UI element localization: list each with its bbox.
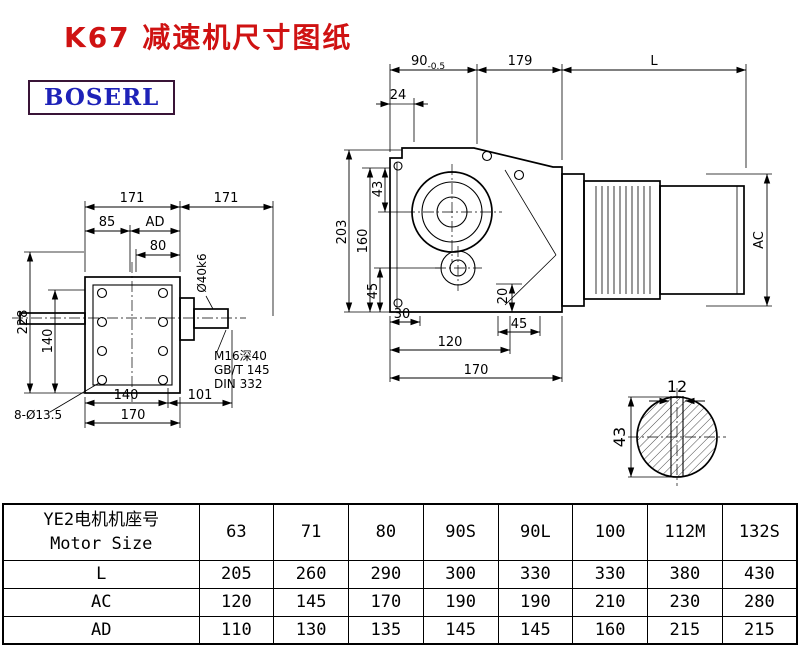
technical-drawing: 171 171 85 AD 80 Ø40k6 228 140 140 101 1…	[12, 54, 772, 486]
section-dim-label-12: 12	[667, 377, 687, 396]
table-cell: 130	[273, 615, 349, 645]
table-cell: 210	[572, 587, 648, 617]
motor-size-header-en: Motor Size	[50, 534, 153, 555]
dim-90-value: 90	[411, 54, 428, 69]
dim-label-20: 20	[496, 288, 511, 305]
table-cell: 380	[647, 559, 723, 589]
table-row-L: L 205 260 290 300 330 330 380 430	[2, 559, 798, 589]
dim-label-L: L	[650, 54, 658, 69]
table-cell: 120	[198, 587, 275, 617]
dim-label-160: 160	[356, 229, 371, 254]
dim-label-101: 101	[188, 388, 213, 403]
table-cell: 145	[422, 615, 499, 645]
dim-label-85: 85	[99, 215, 116, 230]
dim-label-203: 203	[335, 220, 350, 245]
table-cell: 260	[273, 559, 349, 589]
table-header-row: YE2电机机座号 Motor Size 63 71 80 90S 90L 100…	[2, 503, 798, 561]
row-label-AD: AD	[2, 615, 200, 645]
left-side-view: 171 171 85 AD 80 Ø40k6 228 140 140 101 1…	[12, 191, 274, 428]
dim-label-140-vertical: 140	[41, 329, 56, 354]
dim-label-24: 24	[390, 88, 407, 103]
brand-logo: BOSERL	[28, 80, 176, 115]
thread-note-line1: M16深40	[214, 349, 267, 363]
table-cell: 145	[497, 615, 574, 645]
row-label-L: L	[2, 559, 200, 589]
dim-label-80: 80	[150, 239, 167, 254]
table-cell: 280	[721, 587, 798, 617]
table-cell: 330	[497, 559, 574, 589]
dim-label-45-bottom: 45	[511, 317, 528, 332]
motor-size-header: YE2电机机座号 Motor Size	[2, 503, 200, 561]
dim-label-45-left: 45	[366, 283, 381, 300]
table-cell: 160	[572, 615, 648, 645]
table-cell: 430	[721, 559, 798, 589]
table-cell: 230	[647, 587, 723, 617]
table-cell: 170	[348, 587, 424, 617]
table-cell: 205	[198, 559, 275, 589]
motor-size-col: 90S	[422, 503, 499, 561]
table-cell: 110	[198, 615, 275, 645]
table-cell: 300	[422, 559, 499, 589]
dim-label-120: 120	[438, 335, 463, 350]
motor-size-col: 71	[273, 503, 349, 561]
table-cell: 190	[497, 587, 574, 617]
table-row-AC: AC 120 145 170 190 190 210 230 280	[2, 587, 798, 617]
table-cell: 135	[348, 615, 424, 645]
dim-label-90: 90-0.5	[411, 54, 445, 72]
section-dim-label-43: 43	[610, 427, 629, 447]
dim-label-AC: AC	[752, 231, 767, 249]
table-cell: 290	[348, 559, 424, 589]
dim-label-43: 43	[371, 181, 386, 198]
table-cell: 215	[647, 615, 723, 645]
shaft-diameter-label: Ø40k6	[195, 253, 209, 292]
dim-label-ad: AD	[146, 215, 165, 230]
dim-label-171-left: 171	[120, 191, 145, 206]
thread-note-line2: GB/T 145	[214, 363, 270, 377]
motor-size-col: 132S	[721, 503, 798, 561]
motor-size-col: 63	[198, 503, 275, 561]
dim-label-179: 179	[508, 54, 533, 69]
motor-size-header-cn: YE2电机机座号	[43, 509, 160, 530]
motor-size-col: 90L	[497, 503, 574, 561]
table-row-AD: AD 110 130 135 145 145 160 215 215	[2, 615, 798, 645]
motor-size-col: 80	[348, 503, 424, 561]
dim-90-tolerance: -0.5	[427, 62, 445, 72]
dim-label-228: 228	[16, 310, 31, 335]
table-cell: 330	[572, 559, 648, 589]
dim-label-140-bottom: 140	[114, 388, 139, 403]
thread-note-line3: DIN 332	[214, 377, 262, 391]
dim-label-171-right: 171	[214, 191, 239, 206]
dim-label-170-right: 170	[464, 363, 489, 378]
table-cell: 215	[721, 615, 798, 645]
table-cell: 190	[422, 587, 499, 617]
bolt-holes-label: 8-Ø13.5	[14, 408, 62, 422]
table-cell: 145	[273, 587, 349, 617]
motor-dimension-table: YE2电机机座号 Motor Size 63 71 80 90S 90L 100…	[2, 503, 798, 645]
dim-label-170-left: 170	[121, 408, 146, 423]
dim-label-30: 30	[394, 307, 411, 322]
front-view: 90-0.5 179 L 24 203 160 43 45 30 20 45 1…	[335, 54, 772, 382]
motor-size-col: 100	[572, 503, 648, 561]
shaft-cross-section: 12 43	[610, 377, 726, 486]
page-title: K67 减速机尺寸图纸	[64, 21, 353, 54]
row-label-AC: AC	[2, 587, 200, 617]
motor-size-col: 112M	[647, 503, 723, 561]
